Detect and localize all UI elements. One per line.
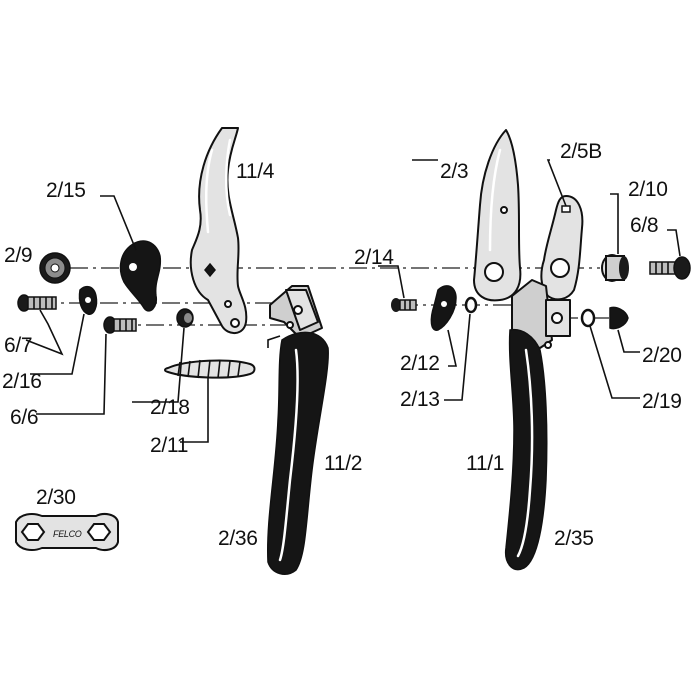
nut-part bbox=[601, 254, 629, 282]
label-11-2: 11/2 bbox=[324, 452, 362, 475]
label-2-13: 2/13 bbox=[400, 388, 440, 411]
washer-part bbox=[464, 296, 478, 314]
cap-part bbox=[609, 306, 629, 330]
label-6-8: 6/8 bbox=[630, 214, 658, 237]
wrench-logo-text: FELCO bbox=[53, 529, 82, 539]
label-2-9: 2/9 bbox=[4, 244, 32, 267]
label-2-18: 2/18 bbox=[150, 396, 190, 419]
anvil-blade-icon bbox=[189, 127, 248, 334]
label-11-4: 11/4 bbox=[236, 160, 275, 183]
label-2-19: 2/19 bbox=[642, 390, 682, 413]
label-2-12: 2/12 bbox=[400, 352, 440, 375]
wrench-icon: FELCO bbox=[15, 513, 119, 551]
bushing-part bbox=[176, 308, 194, 328]
leader-lines bbox=[25, 159, 681, 443]
label-6-7: 6/7 bbox=[4, 334, 32, 357]
screw-part bbox=[103, 316, 137, 334]
cutting-blade-icon bbox=[473, 129, 522, 302]
spring-plate-part bbox=[119, 240, 162, 312]
label-2-5B: 2/5B bbox=[560, 140, 602, 163]
label-2-3: 2/3 bbox=[440, 160, 468, 183]
label-2-20: 2/20 bbox=[642, 344, 682, 367]
label-2-10: 2/10 bbox=[628, 178, 668, 201]
label-11-1: 11/1 bbox=[466, 452, 504, 475]
label-2-36: 2/36 bbox=[218, 527, 258, 550]
part-labels: 2/15 2/9 6/7 2/16 6/6 11/4 2/18 2/11 11/… bbox=[2, 140, 682, 550]
label-2-30: 2/30 bbox=[36, 486, 76, 509]
handle-icon bbox=[266, 285, 329, 575]
label-2-16: 2/16 bbox=[2, 370, 42, 393]
label-2-11: 2/11 bbox=[150, 434, 188, 457]
washer-part bbox=[580, 308, 596, 328]
wire-cutter-part bbox=[430, 285, 457, 331]
spring-icon bbox=[164, 359, 256, 379]
adjusting-bolt-part bbox=[649, 256, 691, 280]
label-6-6: 6/6 bbox=[10, 406, 38, 429]
catch-part bbox=[78, 285, 98, 315]
bolt-part bbox=[391, 298, 417, 312]
label-2-35: 2/35 bbox=[554, 527, 594, 550]
ratchet-wheel-part bbox=[39, 252, 71, 284]
label-2-14: 2/14 bbox=[354, 246, 394, 269]
handle-icon bbox=[504, 279, 571, 571]
bolt-part bbox=[17, 294, 57, 312]
counter-blade-part bbox=[540, 195, 584, 301]
label-2-15: 2/15 bbox=[46, 179, 86, 202]
